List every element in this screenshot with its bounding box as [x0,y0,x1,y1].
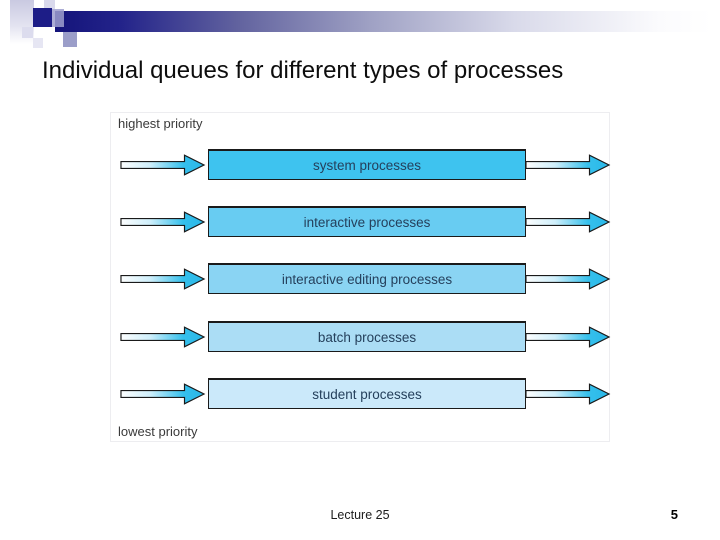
queue-label: system processes [312,157,422,173]
queue-box: student processes [208,378,526,409]
queue-box: batch processes [208,321,526,352]
queue-label: student processes [312,386,422,402]
decor-square [33,8,52,27]
queue-box: interactive processes [208,206,526,237]
flow-arrow-in-icon [120,211,206,233]
queue-box: interactive editing processes [208,263,526,294]
lowest-priority-label: lowest priority [118,424,198,439]
decor-square [63,32,77,47]
slide-title: Individual queues for different types of… [42,57,564,84]
header-decoration [0,0,720,60]
queue-row: batch processes [111,321,611,353]
slide-page-number: 5 [670,507,678,522]
flow-arrow-out-icon [525,383,611,405]
decor-gradient-bar [55,11,712,32]
flow-arrow-out-icon [525,268,611,290]
queue-label: batch processes [317,329,417,345]
decor-square [22,27,33,38]
queue-row: interactive editing processes [111,263,611,295]
decor-square [33,38,43,48]
queue-label: interactive editing processes [281,271,453,287]
flow-arrow-in-icon [120,326,206,348]
queue-row: student processes [111,378,611,410]
flow-arrow-out-icon [525,211,611,233]
queue-row: system processes [111,149,611,181]
queue-box: system processes [208,149,526,180]
queue-label: interactive processes [303,214,431,230]
multilevel-queue-diagram: highest priority system processes intera… [110,112,611,442]
highest-priority-label: highest priority [118,116,203,131]
flow-arrow-in-icon [120,383,206,405]
flow-arrow-in-icon [120,268,206,290]
decor-square [52,9,64,27]
decor-square [44,0,55,9]
queue-row: interactive processes [111,206,611,238]
flow-arrow-in-icon [120,154,206,176]
flow-arrow-out-icon [525,154,611,176]
flow-arrow-out-icon [525,326,611,348]
footer-lecture-label: Lecture 25 [330,508,390,522]
